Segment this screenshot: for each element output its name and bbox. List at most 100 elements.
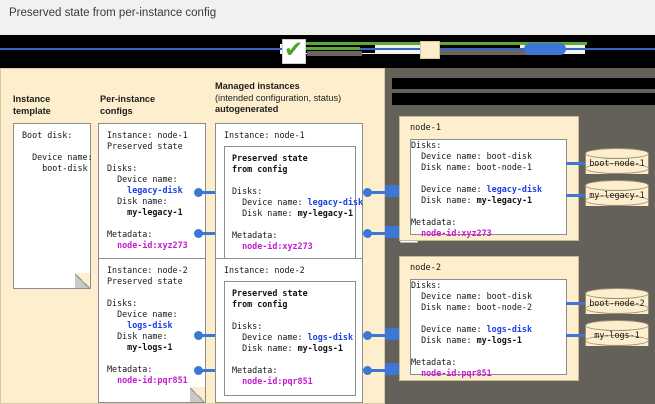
page-fold-corner — [190, 387, 206, 403]
managed-head-line2: (intended configuration, status) — [215, 92, 342, 103]
cfg2-disk-value: my-logs-1 — [107, 342, 173, 352]
tpl-line4: boot-disk — [22, 163, 88, 173]
disk-cylinder-label: boot-node-2 — [589, 298, 645, 308]
mgd1-disk-label: Disk name: — [232, 208, 298, 218]
per-instance-config-card-node-2: Instance: node-2 Preserved state Disks: … — [98, 258, 206, 403]
column-header-instance-template: Instance template — [13, 94, 51, 117]
mgd1-device-value: legacy-disk — [307, 197, 364, 207]
cylinder-top — [585, 320, 649, 331]
runtime-node-2-label: node-2 — [410, 263, 442, 273]
n2-boot-device: Device name: boot-disk — [411, 291, 533, 301]
n2-extra-device-label: Device name: — [411, 324, 487, 334]
runtime-node-2-text: Disks: Device name: boot-disk Disk name:… — [411, 280, 566, 379]
runtime-header-bar-2 — [392, 93, 655, 105]
cylinder-bottom — [585, 335, 649, 346]
cfg2-instance: Instance: node-2 — [107, 265, 188, 275]
page-title: Preserved state from per-instance config — [9, 7, 217, 19]
cfg1-device-value: legacy-disk — [107, 185, 183, 195]
legend-blue-swatch — [524, 43, 566, 55]
connector-square-mgd2-meta — [385, 363, 403, 375]
connector-dot-mgd2-disk — [363, 331, 372, 340]
cylinder-top — [585, 180, 649, 191]
legend-grey-bar-right — [432, 50, 542, 55]
mgd1-instance: Instance: node-1 — [224, 130, 305, 140]
runtime-node-card-node-1: node-1 Disks: Device name: boot-disk Dis… — [399, 116, 579, 241]
n1-boot-device: Device name: boot-disk — [411, 151, 533, 161]
n1-metadata-value: node-id:xyz273 — [411, 228, 492, 238]
cylinder-bottom — [585, 163, 649, 174]
config-card-node-2-text: Instance: node-2 Preserved state Disks: … — [107, 265, 188, 386]
connector-dot-cfg1-meta — [194, 229, 203, 238]
connector-line-mgd1-meta — [368, 232, 385, 235]
runtime-node-1-innerbox: Disks: Device name: boot-disk Disk name:… — [410, 139, 567, 238]
mgd2-preserved-l1: Preserved state — [232, 288, 308, 298]
cfg1-instance: Instance: node-1 — [107, 130, 188, 140]
n2-metadata-label: Metadata: — [411, 357, 457, 367]
connector-dot-mgd1-meta — [363, 229, 372, 238]
n1-disks-label: Disks: — [411, 140, 442, 150]
n1-extra-device-label: Device name: — [411, 184, 487, 194]
connector-line-mgd2-disk — [368, 334, 385, 337]
cfg1-disks-label: Disks: — [107, 163, 138, 173]
instance-template-card: Boot disk: Device name: boot-disk — [13, 123, 93, 289]
runtime-node-2-innerbox: Disks: Device name: boot-disk Disk name:… — [410, 279, 567, 378]
legend-green-line-upper — [302, 42, 587, 45]
redaction-bar-bottom — [0, 54, 655, 68]
connector-line-node1-extradisk — [566, 194, 586, 197]
cylinder-bottom — [585, 195, 649, 206]
cfg2-metadata-label: Metadata: — [107, 364, 153, 374]
managed-card-node-2-instance: Instance: node-2 — [224, 265, 305, 276]
runtime-node-card-node-2: node-2 Disks: Device name: boot-disk Dis… — [399, 256, 579, 381]
cfg1-metadata-value: node-id:xyz273 — [107, 240, 188, 250]
managed-head-line1: Managed instances — [215, 81, 300, 91]
n1-extra-device-value: legacy-disk — [486, 184, 543, 194]
page-fold-corner — [75, 273, 91, 289]
per-instance-head-line2: configs — [100, 105, 133, 116]
connector-line-cfg2-disk — [199, 334, 219, 337]
connector-dot-mgd1-disk — [363, 188, 372, 197]
legend-check-swatch-box — [282, 39, 306, 64]
runtime-panel-header-redacted — [385, 78, 655, 108]
cfg1-metadata-label: Metadata: — [107, 229, 153, 239]
connector-dot-mgd2-meta — [363, 366, 372, 375]
mgd2-preserved-l2: from config — [232, 299, 288, 309]
disk-cylinder-label: my-legacy-1 — [589, 190, 645, 200]
cfg1-device-label: Device name: — [107, 174, 178, 184]
connector-line-mgd2-meta — [368, 369, 385, 372]
n2-disks-label: Disks: — [411, 280, 442, 290]
connector-line-cfg1-disk — [199, 191, 219, 194]
mgd1-disk-value: my-legacy-1 — [297, 208, 354, 218]
cfg2-metadata-value: node-id:pqr851 — [107, 375, 188, 385]
cfg2-disks-label: Disks: — [107, 298, 138, 308]
tpl-line3: Device name: — [22, 152, 93, 162]
managed-instance-card-node-2: Instance: node-2 Preserved state from co… — [215, 258, 363, 403]
legend-check-icon: ✔ — [284, 37, 304, 63]
title-bar: Preserved state from per-instance config — [0, 0, 655, 34]
disk-cylinder-label: my-logs-1 — [594, 330, 640, 340]
managed-card-node-2-innerbox: Preserved state from config Disks: Devic… — [224, 281, 356, 396]
n1-extra-disk-label: Disk name: — [411, 195, 477, 205]
mgd1-disks-label: Disks: — [232, 186, 263, 196]
mgd1-metadata-label: Metadata: — [232, 230, 278, 240]
runtime-node-1-text: Disks: Device name: boot-disk Disk name:… — [411, 140, 566, 239]
mgd2-disks-label: Disks: — [232, 321, 263, 331]
mgd1-preserved-l1: Preserved state — [232, 153, 308, 163]
connector-square-mgd1-meta — [385, 226, 403, 238]
mgd2-disk-value: my-logs-1 — [297, 343, 343, 353]
n2-metadata-value: node-id:pqr851 — [411, 368, 492, 378]
n1-metadata-label: Metadata: — [411, 217, 457, 227]
disk-cylinder-my-legacy-1: my-legacy-1 — [585, 180, 649, 207]
connector-dot-cfg1-disk — [194, 188, 203, 197]
connector-line-cfg2-meta — [199, 369, 219, 372]
tpl-line1: Boot disk: — [22, 130, 73, 140]
instance-template-head-line2: template — [13, 105, 51, 116]
n1-extra-disk-value: my-legacy-1 — [476, 195, 533, 205]
cfg2-preserved: Preserved state — [107, 276, 183, 286]
mgd2-metadata-value: node-id:pqr851 — [232, 376, 313, 386]
connector-line-mgd1-disk — [368, 191, 385, 194]
managed-card-node-1-innerbox: Preserved state from config Disks: Devic… — [224, 146, 363, 280]
mgd2-disk-label: Disk name: — [232, 343, 298, 353]
n1-boot-disk: Disk name: boot-node-1 — [411, 162, 533, 172]
managed-card-node-1-instance: Instance: node-1 — [224, 130, 305, 141]
